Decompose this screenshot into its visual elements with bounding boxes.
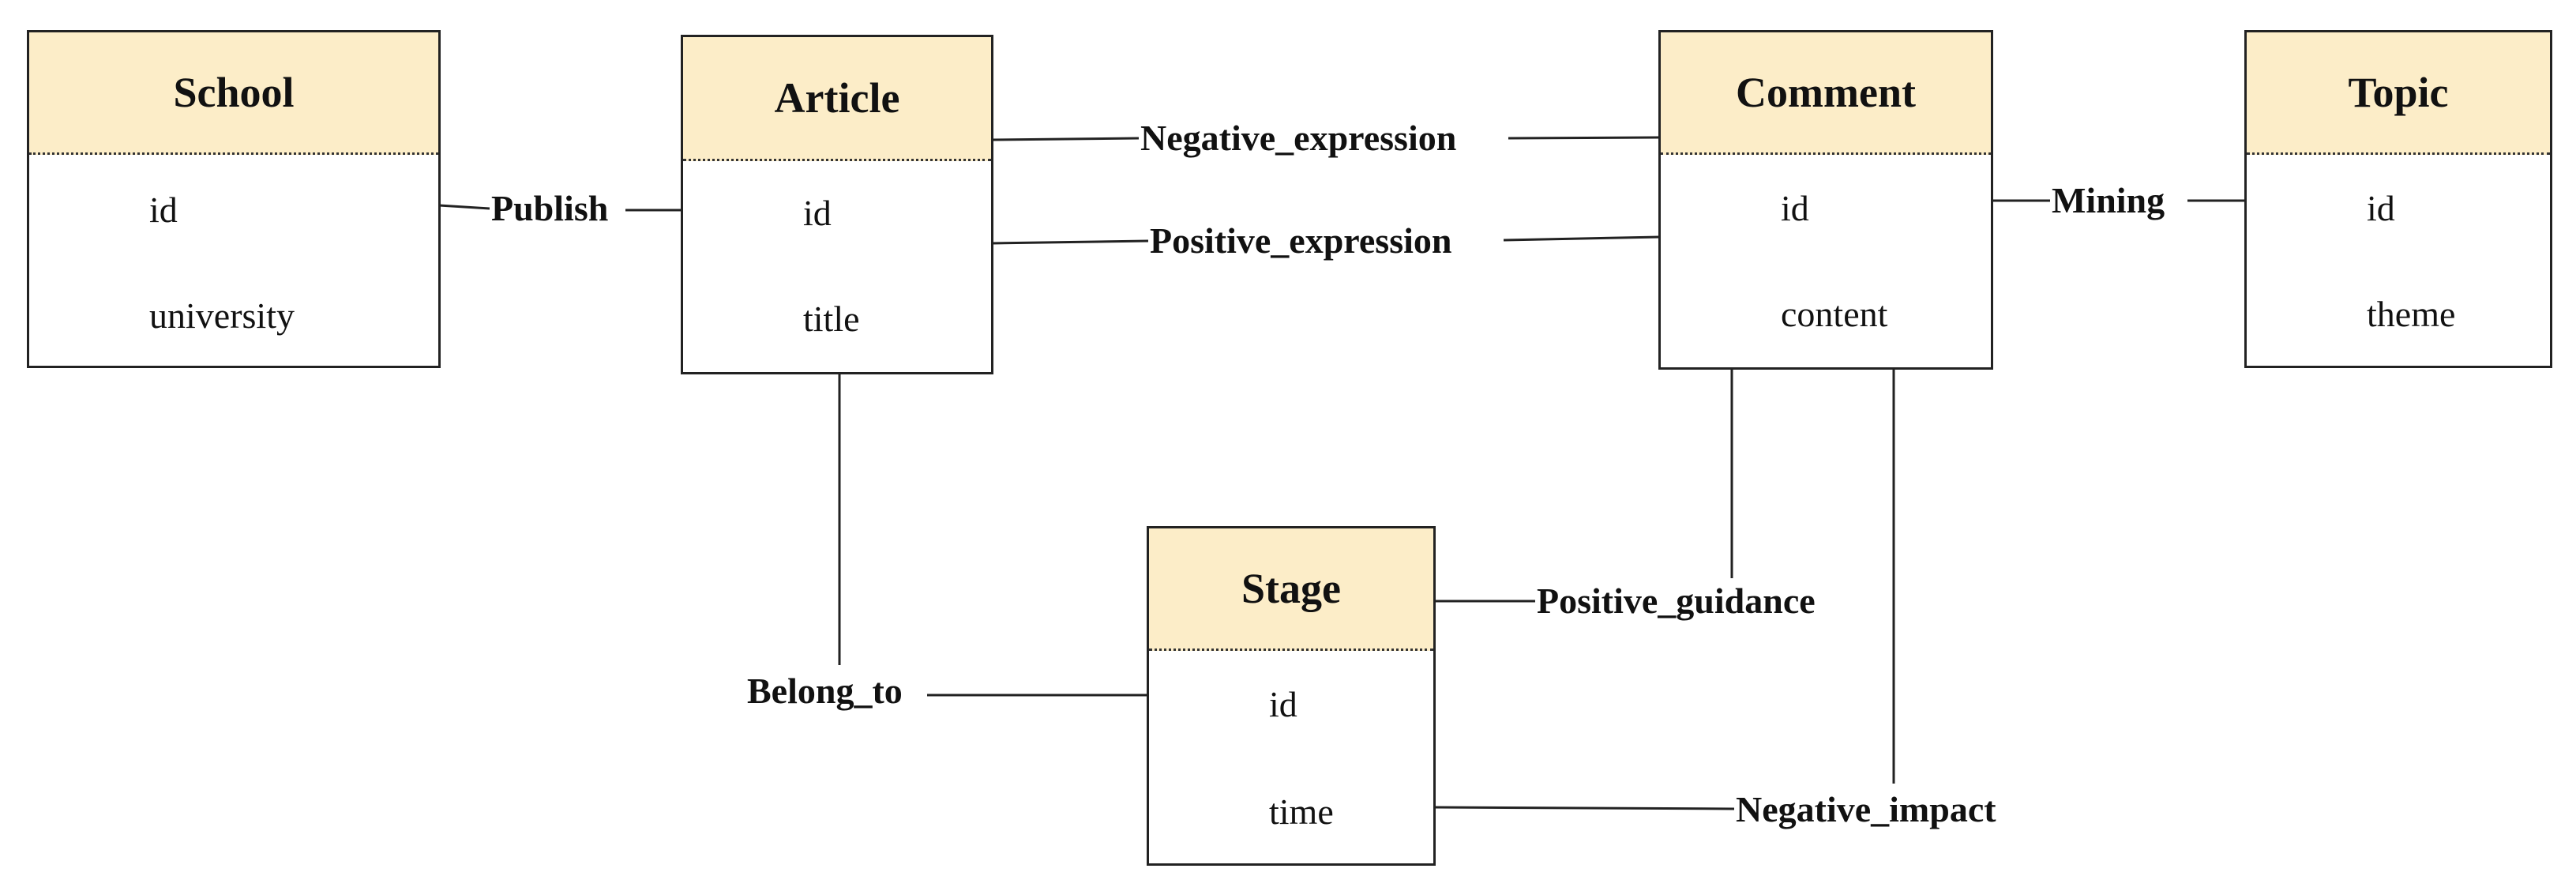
relationship-negative-expression[interactable]: Negative_expression [1139,118,1459,158]
negative-expression-line-right [1508,136,1661,140]
stage-attr-id: id [1269,684,1297,724]
relationship-positive-expression[interactable]: Positive_expression [1148,220,1454,261]
comment-attr-content: content [1781,294,1888,334]
negative-impact-line-horizontal [1433,806,1735,810]
entity-article-name: Article [774,74,900,122]
relationship-publish[interactable]: Publish [490,188,610,228]
negative-expression-line-left [991,137,1140,141]
relationship-belong-to[interactable]: Belong_to [745,671,904,711]
article-attr-title: title [803,299,860,339]
positive-expression-line-left [991,239,1149,245]
relationship-negative-impact[interactable]: Negative_impact [1734,789,1998,829]
article-attr-id: id [803,193,832,233]
entity-stage-header: Stage [1149,528,1433,651]
positive-expression-line-right [1503,235,1661,242]
topic-attr-id: id [2367,188,2395,228]
entity-school[interactable]: School id university [27,30,441,368]
entity-school-header: School [29,32,438,155]
entity-stage-name: Stage [1241,565,1341,612]
comment-attr-id: id [1781,188,1809,228]
publish-line-left [438,204,490,210]
entity-comment-header: Comment [1661,32,1991,155]
entity-comment[interactable]: Comment id content [1658,30,1993,370]
entity-article[interactable]: Article id title [681,35,993,374]
entity-topic-name: Topic [2348,69,2449,116]
relationship-mining[interactable]: Mining [2050,180,2167,220]
entity-comment-name: Comment [1736,69,1916,116]
relationship-positive-guidance[interactable]: Positive_guidance [1535,581,1817,621]
stage-attr-time: time [1269,791,1334,832]
entity-topic-header: Topic [2247,32,2550,155]
entity-stage[interactable]: Stage id time [1147,526,1436,866]
entity-article-header: Article [683,37,991,161]
topic-attr-theme: theme [2367,294,2456,334]
entity-school-name: School [173,69,295,116]
entity-topic[interactable]: Topic id theme [2244,30,2552,368]
school-attr-university: university [149,295,295,336]
school-attr-id: id [149,190,178,230]
